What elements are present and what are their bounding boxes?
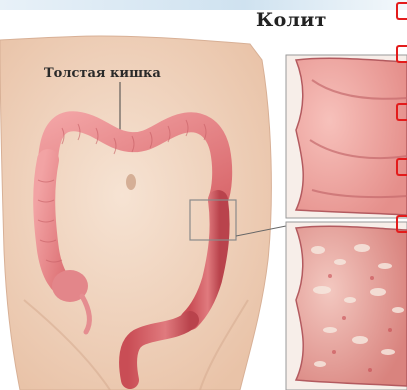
red-bookmark-icon xyxy=(396,215,407,233)
red-bookmark-icon xyxy=(396,45,407,63)
red-bookmark-icon xyxy=(396,158,407,176)
navel xyxy=(126,174,136,190)
colon-label: Толстая кишка xyxy=(44,66,161,81)
red-bookmark-icon xyxy=(396,103,407,121)
normal-colon-panel xyxy=(286,55,407,218)
figure-title: Колит xyxy=(256,9,327,31)
inflamed-colon-panel xyxy=(286,222,407,390)
red-bookmark-icon xyxy=(396,2,407,20)
